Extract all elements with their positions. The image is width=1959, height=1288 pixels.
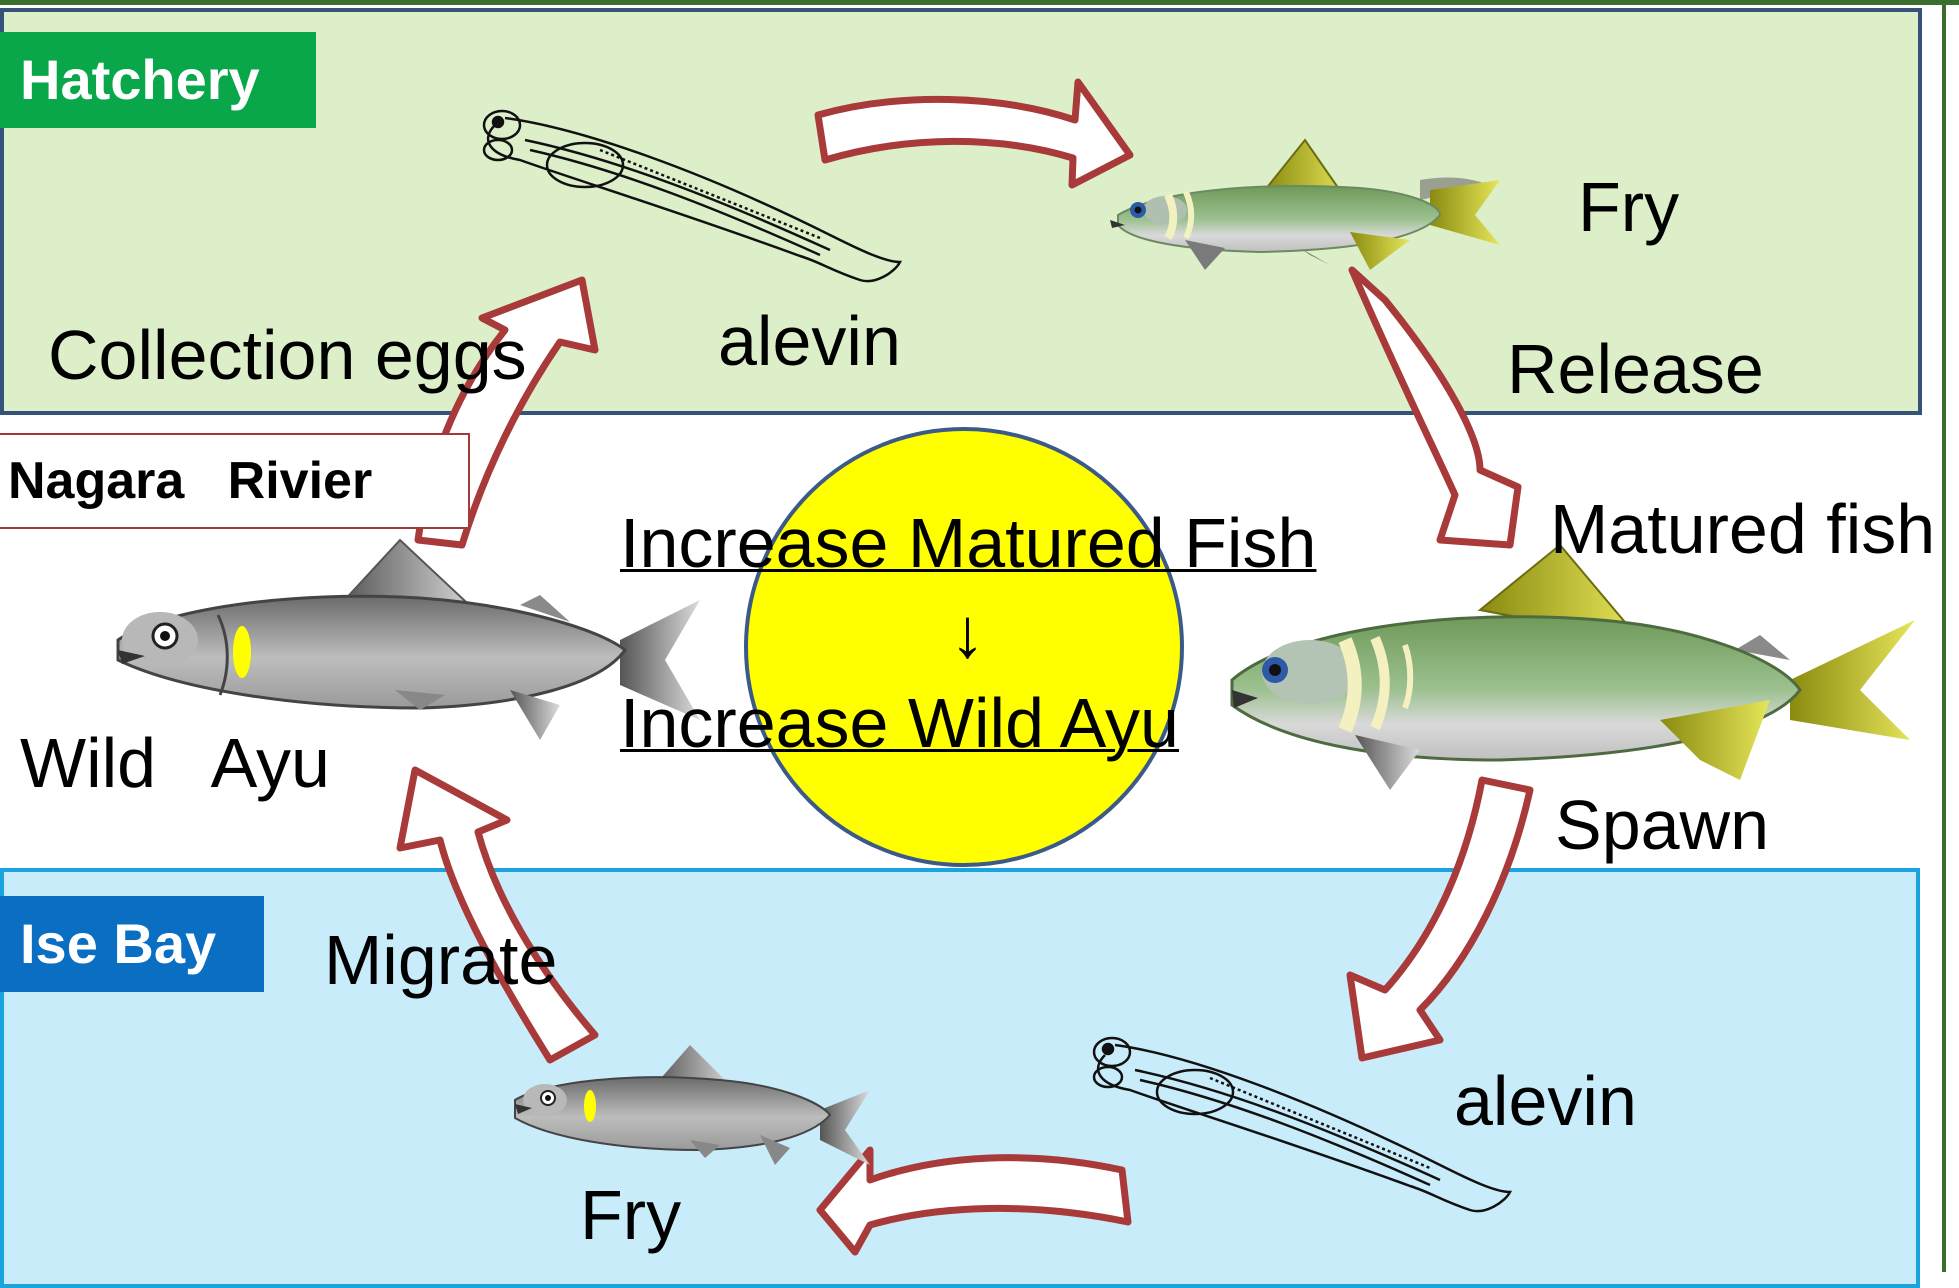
arrow-spawn: [1350, 780, 1530, 1058]
label-release: Release: [1507, 334, 1764, 404]
arrow-release: [1352, 270, 1518, 545]
alevin-bottom-illustration: [1094, 1038, 1510, 1211]
ise-bay-tag: Ise Bay: [0, 896, 264, 992]
arrow-migrate: [400, 770, 595, 1060]
label-wild-ayu: Wild Ayu: [20, 728, 330, 798]
wild-ayu-illustration: [118, 540, 700, 740]
label-fry-top: Fry: [1578, 172, 1679, 242]
center-down-arrow: ↓: [950, 598, 1360, 668]
label-spawn: Spawn: [1555, 790, 1769, 860]
fry-bottom-illustration: [515, 1045, 870, 1165]
fry-top-illustration: [1110, 140, 1500, 270]
label-collection-eggs: Collection eggs: [48, 320, 527, 390]
center-line-2: Increase Wild Ayu: [620, 688, 1360, 758]
label-matured-fish: Matured fish: [1550, 494, 1935, 564]
label-migrate: Migrate: [324, 925, 557, 995]
arrow-alevin-to-fry: [818, 82, 1130, 185]
label-alevin-bottom: alevin: [1454, 1066, 1637, 1136]
center-line-1: Increase Matured Fish: [620, 508, 1360, 578]
arrow-to-fry: [820, 1150, 1128, 1252]
nagara-river-tag: Nagara Rivier: [0, 433, 470, 529]
hatchery-tag: Hatchery: [0, 32, 316, 128]
label-alevin-top: alevin: [718, 306, 901, 376]
center-text: Increase Matured Fish ↓ Increase Wild Ay…: [620, 508, 1360, 758]
label-fry-bottom: Fry: [580, 1180, 681, 1250]
